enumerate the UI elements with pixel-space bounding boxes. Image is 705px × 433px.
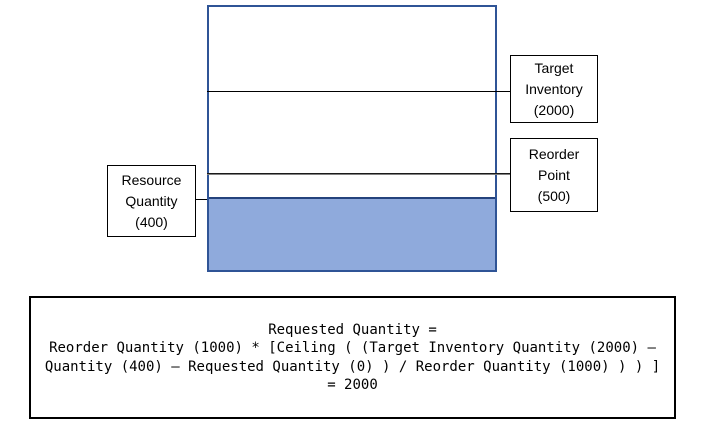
resource-quantity-label-value: (400) xyxy=(135,213,168,230)
target-inventory-label-value: (2000) xyxy=(533,101,575,118)
resource-quantity-label-line: Resource xyxy=(121,171,182,188)
formula-line-result: = 2000 xyxy=(327,377,378,393)
resource-quantity-label: Resource Quantity (400) xyxy=(107,165,196,237)
reorder-point-level-line xyxy=(207,173,510,175)
requested-quantity-formula-box: Requested Quantity = Reorder Quantity (1… xyxy=(29,296,676,419)
reorder-point-label: Reorder Point (500) xyxy=(510,138,598,212)
resource-quantity-label-line: Quantity xyxy=(125,192,178,209)
formula-line-3: Quantity (400) – Requested Quantity (0) … xyxy=(44,358,661,375)
formula-line-1: Requested Quantity = xyxy=(268,321,437,338)
formula-line-2: Reorder Quantity (1000) * [Ceiling ( (Ta… xyxy=(49,340,656,356)
resource-quantity-connector-line xyxy=(196,199,207,200)
reorder-point-label-value: (500) xyxy=(537,187,571,204)
target-inventory-level-line xyxy=(207,91,510,92)
inventory-tank xyxy=(207,5,497,272)
target-inventory-label: Target Inventory (2000) xyxy=(510,55,598,123)
resource-quantity-fill xyxy=(209,197,495,270)
reorder-point-label-line: Point xyxy=(538,166,570,183)
target-inventory-label-line: Inventory xyxy=(525,80,583,97)
target-inventory-label-line: Target xyxy=(534,59,574,76)
reorder-point-label-line: Reorder xyxy=(528,145,580,162)
